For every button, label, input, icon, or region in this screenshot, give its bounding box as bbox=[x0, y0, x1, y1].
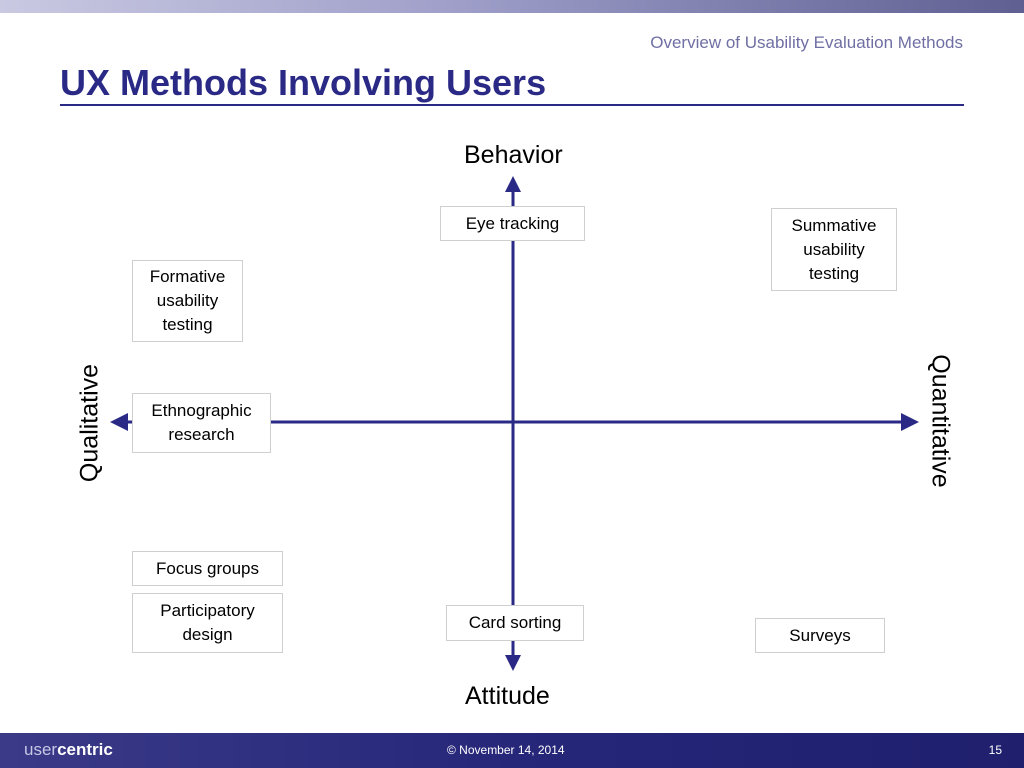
axis-label-qualitative: Qualitative bbox=[75, 363, 104, 483]
arrow-left-icon bbox=[110, 413, 128, 431]
slide-title: UX Methods Involving Users bbox=[60, 62, 547, 103]
page-number: 15 bbox=[988, 743, 1002, 757]
footer-date: © November 14, 2014 bbox=[447, 743, 565, 757]
method-participatory-design: Participatory design bbox=[132, 593, 283, 653]
logo-text-user: user bbox=[24, 740, 58, 759]
method-focus-groups: Focus groups bbox=[132, 551, 283, 586]
method-formative-usability-testing: Formative usability testing bbox=[132, 260, 243, 342]
method-summative-usability-testing: Summative usability testing bbox=[771, 208, 897, 291]
arrow-right-icon bbox=[901, 413, 919, 431]
slide-subtitle: Overview of Usability Evaluation Methods bbox=[650, 33, 963, 52]
method-eye-tracking: Eye tracking bbox=[440, 206, 585, 241]
axis-label-behavior: Behavior bbox=[464, 141, 563, 169]
logo-text-centric: centric bbox=[57, 740, 113, 759]
title-underline bbox=[60, 104, 964, 106]
method-card-sorting: Card sorting bbox=[446, 605, 584, 641]
method-ethnographic-research: Ethnographic research bbox=[132, 393, 271, 453]
top-decorative-bar bbox=[0, 0, 1024, 13]
footer-bar: usercentric © November 14, 2014 15 bbox=[0, 733, 1024, 768]
arrow-up-icon bbox=[505, 176, 521, 192]
method-surveys: Surveys bbox=[755, 618, 885, 653]
usercentric-logo: usercentric bbox=[24, 740, 113, 760]
arrow-down-icon bbox=[505, 655, 521, 671]
axis-label-quantitative: Quantitative bbox=[926, 354, 955, 488]
axis-label-attitude: Attitude bbox=[465, 682, 550, 710]
